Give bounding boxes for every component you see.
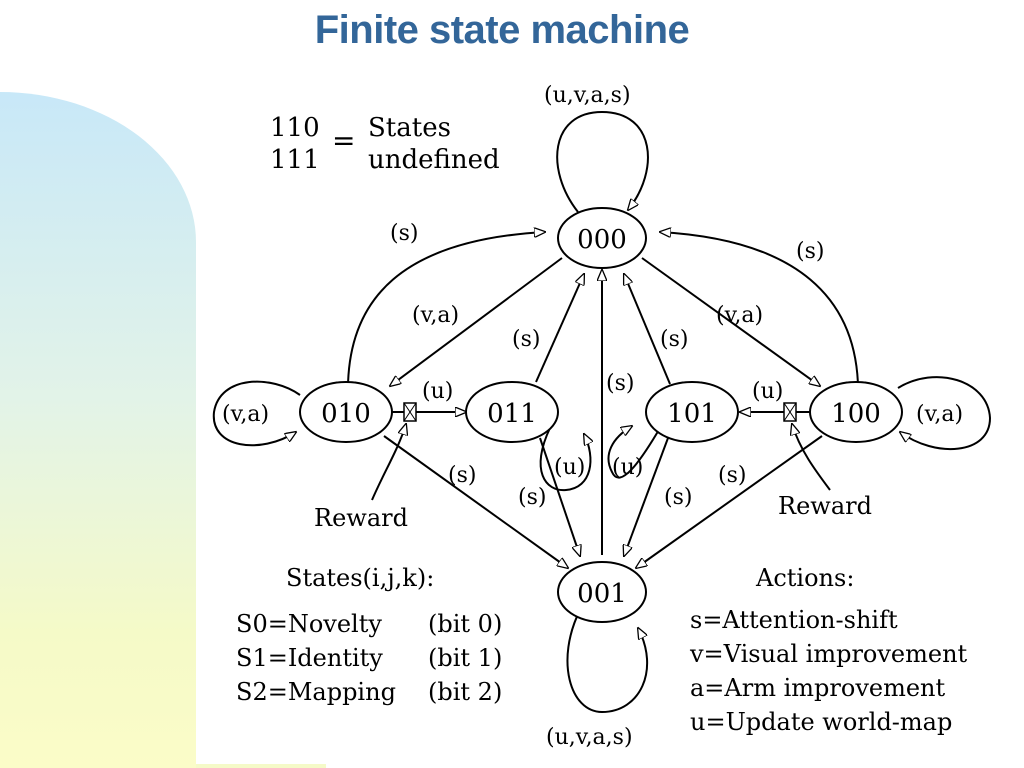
undefined-code-110: 110 — [270, 113, 320, 143]
undefined-line-1: States — [368, 113, 451, 143]
label-s-011-001: (s) — [518, 485, 546, 510]
state-101-label: 101 — [667, 399, 717, 429]
action-u: u=Update world-map — [690, 708, 952, 736]
edges-to-000 — [347, 232, 859, 555]
actions-legend-heading: Actions: — [755, 564, 854, 592]
loop-011-edge — [539, 427, 591, 492]
loop-101-edge — [607, 426, 661, 479]
state-100-label: 100 — [831, 399, 881, 429]
label-u-011: (u) — [554, 455, 585, 480]
label-u-010-011: (u) — [422, 379, 453, 404]
edge-011-to-000 — [535, 274, 584, 383]
states-legend: States(i,j,k): S0=Novelty (bit 0) S1=Ide… — [236, 564, 502, 706]
states-legend-s1-name: S1=Identity — [236, 644, 383, 672]
action-a: a=Arm improvement — [690, 674, 946, 702]
state-010-label: 010 — [321, 399, 371, 429]
reward-label-left: Reward — [314, 504, 408, 532]
reward-labels: Reward Reward — [314, 492, 872, 532]
edge-100-to-001 — [636, 435, 823, 568]
label-va-000-010: (v,a) — [412, 303, 459, 328]
undefined-code-111: 111 — [270, 145, 320, 175]
label-u-100-101: (u) — [752, 379, 783, 404]
label-loop-top: (u,v,a,s) — [544, 83, 631, 108]
edge-000-to-010 — [390, 257, 563, 386]
state-101-node — [645, 381, 739, 443]
equals-sign: = — [332, 124, 355, 157]
loop-010-edge — [212, 380, 301, 447]
states-legend-s2-name: S2=Mapping — [236, 678, 396, 706]
action-v: v=Visual improvement — [689, 640, 968, 668]
reward-label-right: Reward — [778, 492, 872, 520]
edge-101-to-000 — [624, 274, 671, 385]
edge-010-to-001 — [383, 435, 568, 568]
label-s-100-001: (s) — [718, 463, 746, 488]
action-s: s=Attention-shift — [690, 606, 898, 634]
label-loop-100: (v,a) — [916, 402, 963, 427]
label-s-010-001: (s) — [448, 463, 476, 488]
slide-title: Finite state machine — [314, 8, 690, 52]
reward-gate-right-mark — [783, 402, 797, 422]
label-s-001-000: (s) — [606, 371, 634, 396]
states-legend-heading: States(i,j,k): — [286, 564, 434, 592]
label-va-000-100: (v,a) — [716, 303, 763, 328]
label-s-101-000: (s) — [660, 327, 688, 352]
update-edges — [392, 402, 812, 422]
edge-101-to-001 — [624, 437, 669, 556]
states-legend-s2-bit: (bit 2) — [428, 678, 502, 706]
states-legend-s0-bit: (bit 0) — [428, 610, 502, 638]
state-000-label: 000 — [577, 225, 627, 255]
label-s-100-000: (s) — [796, 239, 824, 264]
actions-legend: Actions: s=Attention-shift v=Visual impr… — [689, 564, 968, 736]
loop-100-edge — [897, 376, 992, 451]
state-010-node — [299, 381, 393, 443]
state-000-node — [557, 207, 647, 269]
state-nodes: 000 010 011 101 100 001 — [299, 207, 903, 623]
states-legend-s0-name: S0=Novelty — [236, 610, 382, 638]
edges-to-001 — [383, 435, 823, 568]
label-loop-010: (v,a) — [222, 402, 269, 427]
reward-arrows — [371, 424, 831, 501]
undefined-line-2: undefined — [368, 145, 500, 175]
label-loop-bottom: (u,v,a,s) — [546, 725, 633, 750]
state-001-label: 001 — [577, 579, 627, 609]
reward-gate-left-mark — [403, 402, 417, 422]
state-011-label: 011 — [487, 399, 537, 429]
label-s-101-001: (s) — [664, 485, 692, 510]
loop-000-edge — [556, 110, 649, 213]
state-100-node — [809, 381, 903, 443]
reward-arrow-left — [371, 424, 406, 501]
edge-100-to-000 — [660, 232, 859, 386]
edge-000-to-100 — [641, 257, 820, 386]
label-s-011-000: (s) — [512, 327, 540, 352]
states-legend-s1-bit: (bit 1) — [428, 644, 502, 672]
undefined-states-legend: 110 111 = States undefined — [270, 113, 500, 175]
reward-arrow-right — [792, 424, 831, 491]
edge-011-to-001 — [539, 437, 580, 556]
self-loop-edges — [212, 110, 992, 714]
fsm-diagram: 110 111 = States undefined — [212, 83, 992, 750]
state-011-node — [465, 381, 559, 443]
side-gradient-decoration — [0, 92, 196, 768]
label-u-101: (u) — [612, 455, 643, 480]
edge-010-to-000 — [347, 232, 545, 386]
loop-001-edge — [566, 609, 648, 714]
edge-labels: (u,v,a,s) (u,v,a,s) (v,a) (v,a) (s) (s) … — [222, 83, 963, 750]
state-001-node — [557, 561, 647, 623]
edges-from-000 — [390, 257, 820, 386]
bottom-gradient-strip — [196, 764, 326, 768]
label-s-010-000: (s) — [390, 221, 418, 246]
